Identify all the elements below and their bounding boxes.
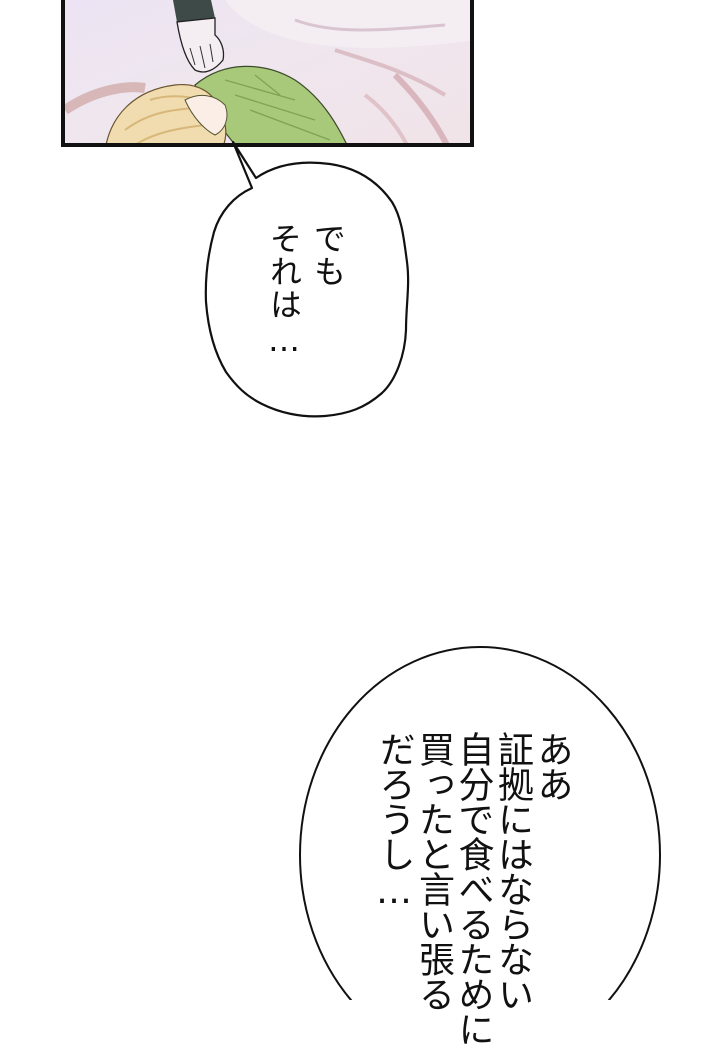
bubble-2-line-5: だろうし… [373,731,415,911]
panel-artwork [65,0,470,143]
bubble-2-line-4: 買ったと言い張る [413,731,454,1011]
comic-panel-illustration [61,0,474,147]
speech-bubble-2: ああ 証拠にはならない 自分で食べるために 買ったと言い張る だろうし… [373,731,573,1046]
bubble-1-line-2: それは… [265,222,303,360]
speech-bubble-1: でも それは… [262,222,350,360]
bubble-1-line-1: でも [309,222,347,288]
bubble-2-line-1: ああ [531,731,573,801]
bubble-2-line-3: 自分で食べるために [452,731,494,1046]
speech-bubble-outlines [204,140,661,1000]
bubble-2-line-2: 証拠にはならない [492,731,533,1011]
